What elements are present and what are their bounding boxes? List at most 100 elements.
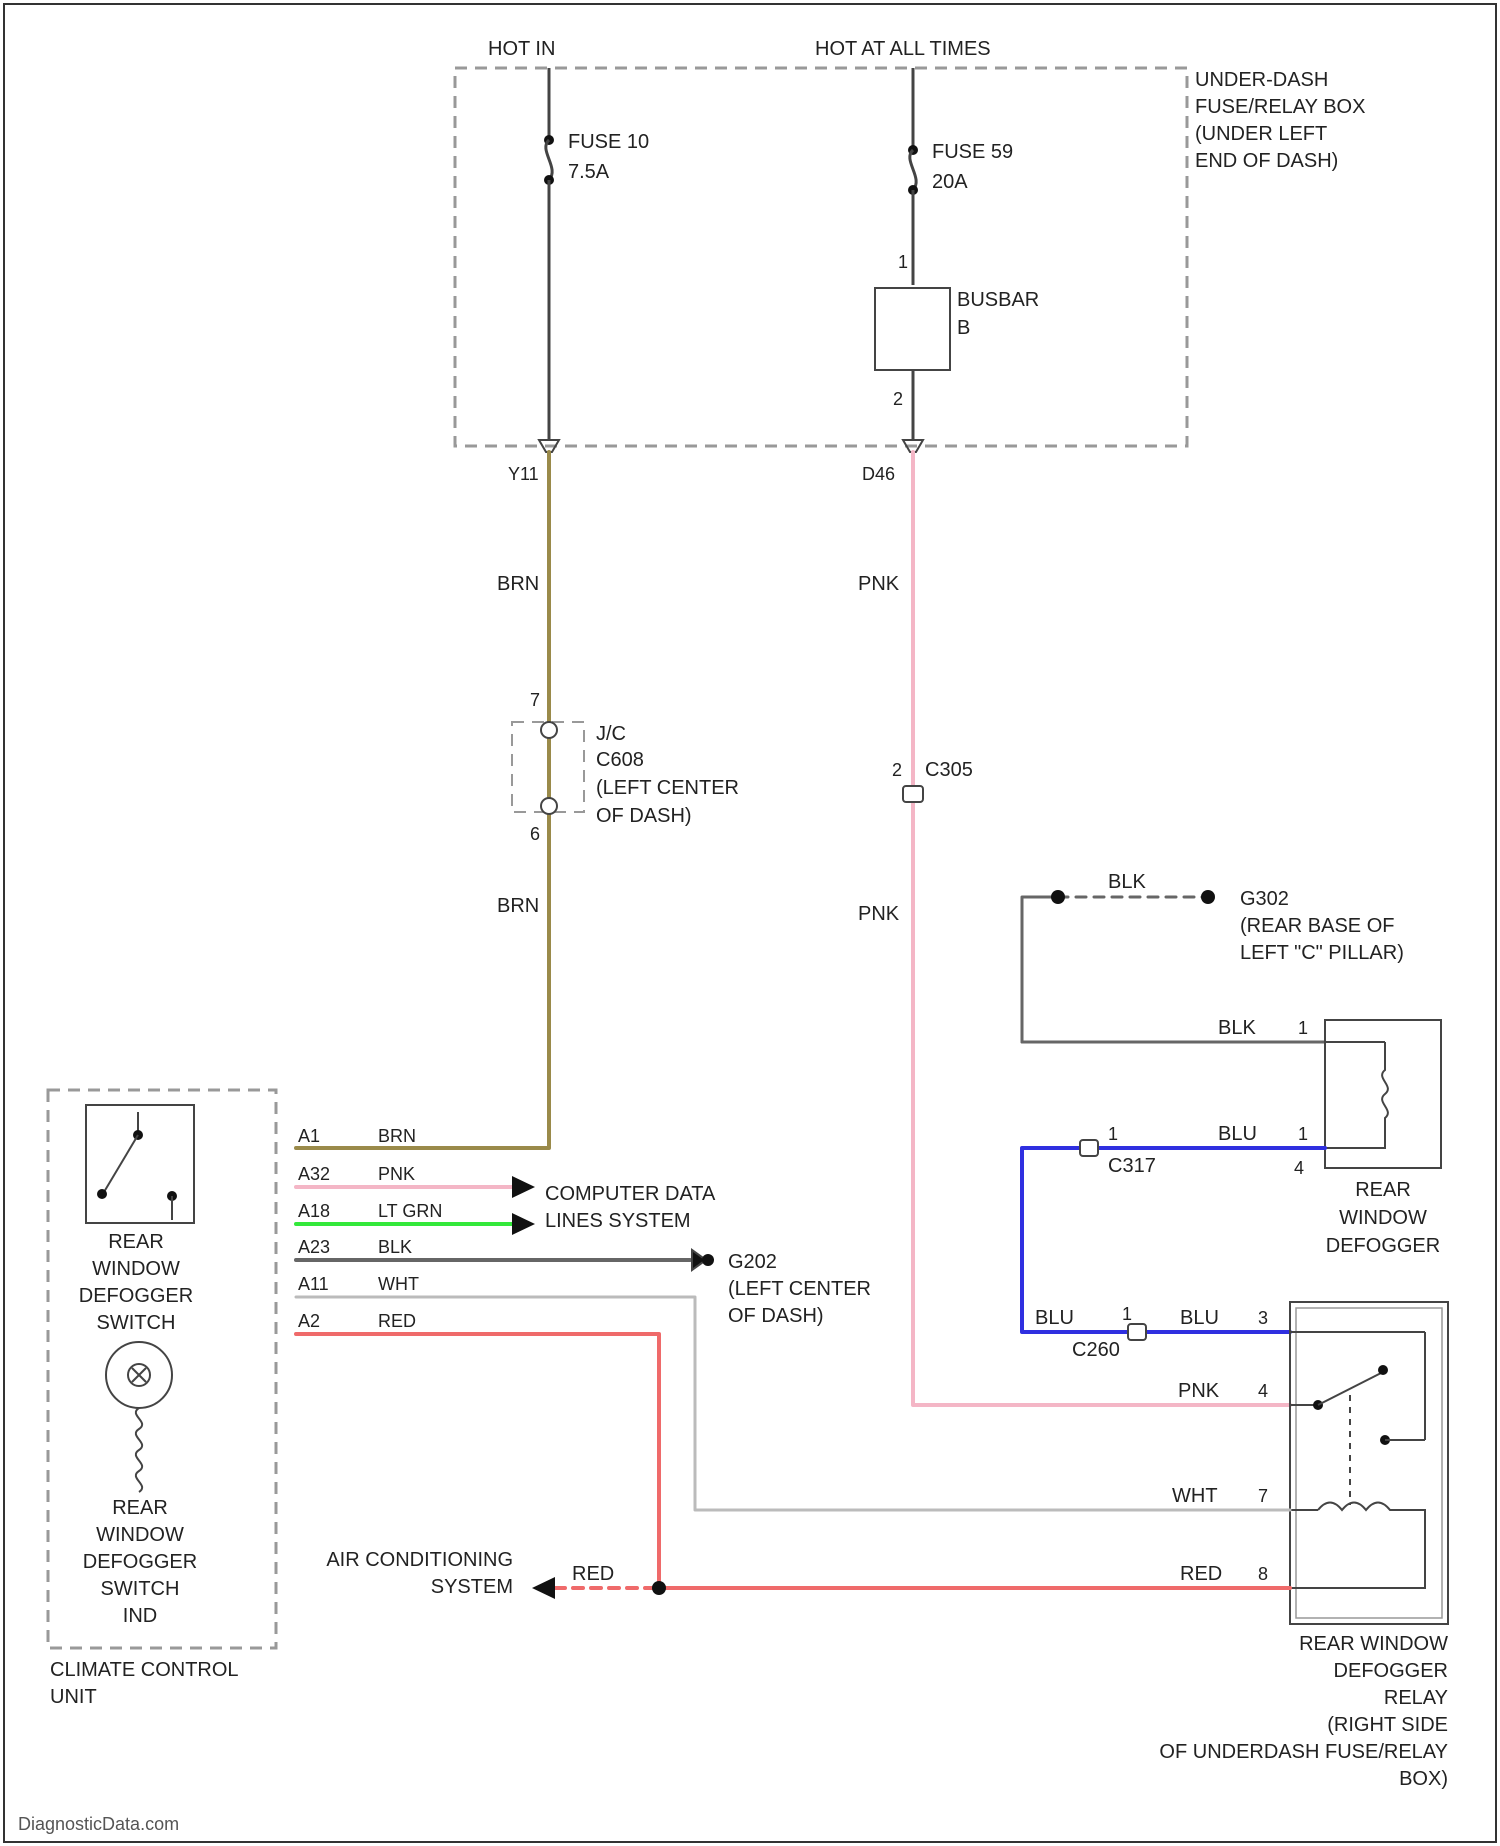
jc-c608-pin-7: 7 [530,690,540,710]
svg-text:WINDOW: WINDOW [96,1524,184,1546]
svg-text:RED: RED [378,1311,416,1331]
rear-window-defogger-label: REAR WINDOW DEFOGGER [1326,1179,1440,1257]
jc-c608-bottom-terminal [541,798,557,814]
defogger-switch-label: REAR WINDOW DEFOGGER SWITCH [79,1231,193,1334]
c305-label: C305 [925,759,973,781]
defogger-switch-icon [97,1112,177,1220]
pnk-upper-label: PNK [858,573,900,595]
computer-data-arrow-2 [512,1213,535,1235]
watermark: DiagnosticData.com [18,1814,179,1834]
busbar-pin-2: 2 [893,389,903,409]
svg-text:COMPUTER DATA: COMPUTER DATA [545,1183,716,1205]
connector-c260-symbol [1128,1324,1146,1340]
svg-text:BOX): BOX) [1399,1768,1448,1790]
defogger-blu-pin: 1 [1298,1124,1308,1144]
c260-label: C260 [1072,1339,1120,1361]
svg-text:OF DASH): OF DASH) [728,1305,824,1327]
svg-text:REAR: REAR [1355,1179,1411,1201]
svg-text:BLK: BLK [378,1237,412,1257]
defogger-pin-4: 4 [1294,1158,1304,1178]
fuse-10-symbol [544,135,554,185]
hot-at-all-times-label: HOT AT ALL TIMES [815,38,991,60]
svg-text:UNIT: UNIT [50,1686,97,1708]
fuse-relay-box-outline [455,68,1187,446]
fuse-59-symbol [908,145,918,195]
defogger-blu-label: BLU [1218,1123,1257,1145]
svg-text:A2: A2 [298,1311,320,1331]
defogger-element-icon [1325,1042,1388,1148]
svg-text:(LEFT CENTER: (LEFT CENTER [596,777,739,799]
relay-inner-frame [1296,1308,1442,1618]
busbar-b [875,288,950,370]
svg-text:OF UNDERDASH FUSE/RELAY: OF UNDERDASH FUSE/RELAY [1159,1741,1448,1763]
brn-lower-label: BRN [497,895,539,917]
defogger-blk-pin: 1 [1298,1018,1308,1038]
svg-text:A32: A32 [298,1164,330,1184]
svg-text:DEFOGGER: DEFOGGER [1334,1660,1448,1682]
pnk-power-wire [913,452,1290,1405]
svg-text:J/C: J/C [596,723,626,745]
relay-wht-pin: 7 [1258,1486,1268,1506]
connector-c317-symbol [1080,1140,1098,1156]
g202-ground-dot [702,1254,714,1266]
svg-text:G202: G202 [728,1251,777,1273]
svg-text:A11: A11 [298,1274,329,1294]
svg-text:WINDOW: WINDOW [92,1258,180,1280]
busbar-label: BUSBAR [957,289,1039,311]
svg-text:A1: A1 [298,1126,320,1146]
jc-c608-top-terminal [541,722,557,738]
fuse-relay-box-label: UNDER-DASH FUSE/RELAY BOX (UNDER LEFT EN… [1195,69,1365,172]
svg-text:AIR CONDITIONING: AIR CONDITIONING [326,1549,513,1571]
c317-label: C317 [1108,1155,1156,1177]
pnk-lower-label: PNK [858,903,900,925]
svg-text:IND: IND [123,1605,157,1627]
ccu-pin-labels: A1 BRN A32 PNK A18 LT GRN A23 BLK A11 WH… [298,1126,442,1331]
relay-red-label: RED [1180,1563,1222,1585]
climate-control-unit-label: CLIMATE CONTROL UNIT [50,1659,239,1708]
c260-pin: 1 [1122,1304,1132,1324]
svg-text:REAR: REAR [112,1497,168,1519]
g302-splice-dot [1051,890,1065,904]
relay-red-pin: 8 [1258,1564,1268,1584]
svg-text:DEFOGGER: DEFOGGER [1326,1235,1440,1257]
fuse-10-rating: 7.5A [568,161,610,183]
relay-pnk-pin: 4 [1258,1381,1268,1401]
c260-left-wire-label: BLU [1035,1307,1074,1329]
fuse-10-label: FUSE 10 [568,131,649,153]
c305-pin: 2 [892,760,902,780]
relay-blu-label: BLU [1180,1307,1219,1329]
g302-label: G302 (REAR BASE OF LEFT "C" PILLAR) [1240,888,1404,964]
busbar-letter: B [957,317,970,339]
svg-text:REAR WINDOW: REAR WINDOW [1299,1633,1448,1655]
svg-text:SYSTEM: SYSTEM [431,1576,513,1598]
relay-contact-icon [1290,1332,1425,1505]
svg-text:(REAR BASE OF: (REAR BASE OF [1240,915,1394,937]
svg-text:DEFOGGER: DEFOGGER [79,1285,193,1307]
relay-label: REAR WINDOW DEFOGGER RELAY (RIGHT SIDE O… [1159,1633,1448,1790]
svg-text:REAR: REAR [108,1231,164,1253]
svg-text:PNK: PNK [378,1164,415,1184]
connector-y11-label: Y11 [508,464,539,484]
relay-blu-pin: 3 [1258,1308,1268,1328]
svg-text:END OF DASH): END OF DASH) [1195,150,1338,172]
c317-pin: 1 [1108,1124,1118,1144]
svg-text:RELAY: RELAY [1384,1687,1448,1709]
ac-system-label: AIR CONDITIONING SYSTEM [326,1549,513,1598]
svg-text:G302: G302 [1240,888,1289,910]
svg-text:WHT: WHT [378,1274,419,1294]
svg-text:A23: A23 [298,1237,330,1257]
relay-pnk-label: PNK [1178,1380,1220,1402]
blu-wire [1022,1148,1325,1332]
svg-text:(LEFT CENTER: (LEFT CENTER [728,1278,871,1300]
svg-text:LEFT "C" PILLAR): LEFT "C" PILLAR) [1240,942,1404,964]
fuse-59-rating: 20A [932,171,968,193]
svg-text:UNDER-DASH: UNDER-DASH [1195,69,1328,91]
g302-blk-wire [1022,897,1058,1042]
svg-text:SWITCH: SWITCH [101,1578,180,1600]
defogger-switch-box [86,1105,194,1223]
defogger-switch-ind-label: REAR WINDOW DEFOGGER SWITCH IND [83,1497,197,1627]
jc-c608-pin-6: 6 [530,824,540,844]
connector-d46-label: D46 [862,464,895,484]
jc-c608-label: J/C C608 (LEFT CENTER OF DASH) [596,723,739,827]
